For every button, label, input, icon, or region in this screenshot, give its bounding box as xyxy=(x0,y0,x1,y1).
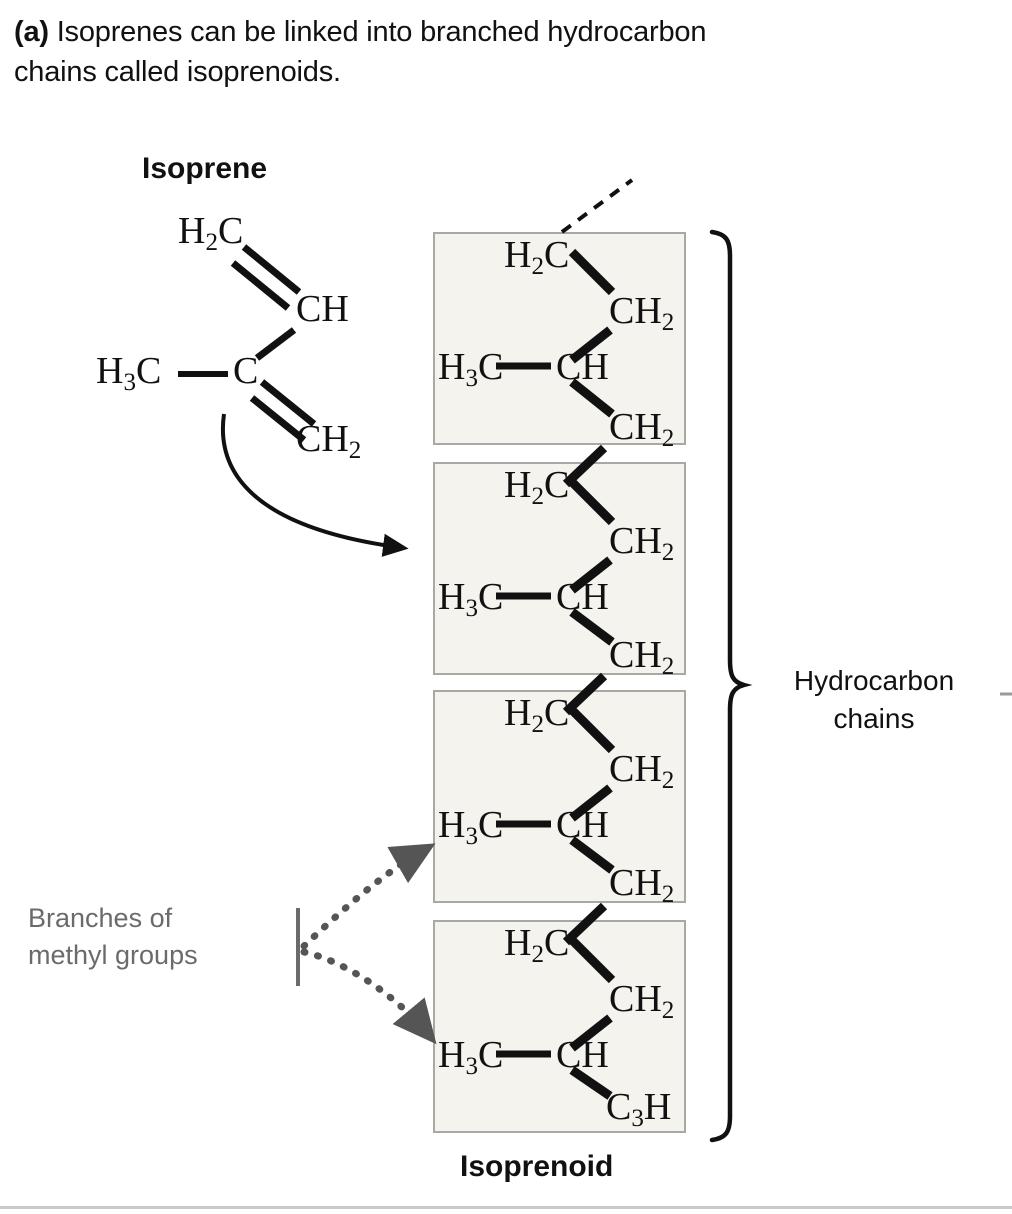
branch-arrow-to-unit3 xyxy=(300,843,436,950)
unit4-atom-lower-right: C3H xyxy=(606,1086,672,1133)
unit4-atom-top: H2C xyxy=(504,922,570,969)
chain-unit-box-3 xyxy=(433,690,686,903)
branches-label-bar xyxy=(296,908,300,986)
isoprene-atom-c: C xyxy=(233,350,259,392)
branches-of-methyl-groups-label: Branches of methyl groups xyxy=(28,900,273,974)
isoprene-atom-ch: CH xyxy=(296,288,349,330)
unit4-atom-upper-right: CH2 xyxy=(609,978,675,1025)
unit3-atom-upper-right: CH2 xyxy=(609,748,675,795)
unit4-atom-center: CH xyxy=(556,1034,609,1076)
hydrocarbon-line-2: chains xyxy=(833,703,915,734)
isoprene-bond-h2c-ch-double xyxy=(230,244,302,311)
branch-arrow-to-unit4 xyxy=(300,948,437,1045)
unit1-atom-top: H2C xyxy=(504,234,570,281)
branches-line-2: methyl groups xyxy=(28,940,198,970)
unit1-atom-lower-right: CH2 xyxy=(609,406,675,453)
unit2-atom-branch: H3C xyxy=(438,576,504,623)
chain-unit-box-4 xyxy=(433,920,686,1133)
bottom-divider xyxy=(0,1206,1012,1209)
isoprene-atom-h2c: H2C xyxy=(178,210,244,257)
chain-unit-box-1 xyxy=(433,232,686,445)
unit2-atom-center: CH xyxy=(556,576,609,618)
unit1-atom-upper-right: CH2 xyxy=(609,290,675,337)
unit1-atom-center: CH xyxy=(556,346,609,388)
branches-line-1: Branches of xyxy=(28,903,173,933)
caption-text: Isoprenes can be linked into branched hy… xyxy=(14,16,707,88)
unit3-atom-branch: H3C xyxy=(438,804,504,851)
isoprene-atom-h3c: H3C xyxy=(96,350,162,397)
unit2-atom-upper-right: CH2 xyxy=(609,520,675,567)
unit2-atom-top: H2C xyxy=(504,464,570,511)
unit2-atom-lower-right: CH2 xyxy=(609,634,675,681)
unit3-atom-top: H2C xyxy=(504,692,570,739)
chain-unit-box-2 xyxy=(433,462,686,675)
isoprene-bond-ch-c xyxy=(254,327,297,361)
chain-continuation-dashed-line xyxy=(560,178,634,234)
figure-caption: (a) Isoprenes can be linked into branche… xyxy=(14,12,714,92)
isoprenoid-heading: Isoprenoid xyxy=(460,1150,614,1183)
hydrocarbon-chains-brace xyxy=(709,229,753,1143)
hydrocarbon-line-1: Hydrocarbon xyxy=(793,665,955,696)
unit4-atom-branch: H3C xyxy=(438,1034,504,1081)
unit3-atom-lower-right: CH2 xyxy=(609,862,675,909)
isoprene-atom-ch2: CH2 xyxy=(296,418,362,465)
hydrocarbon-chains-label: Hydrocarbon chains xyxy=(748,662,1000,738)
isoprene-heading: Isoprene xyxy=(142,152,268,185)
unit1-atom-branch: H3C xyxy=(438,346,504,393)
unit3-atom-center: CH xyxy=(556,804,609,846)
caption-label: (a) xyxy=(14,16,49,48)
